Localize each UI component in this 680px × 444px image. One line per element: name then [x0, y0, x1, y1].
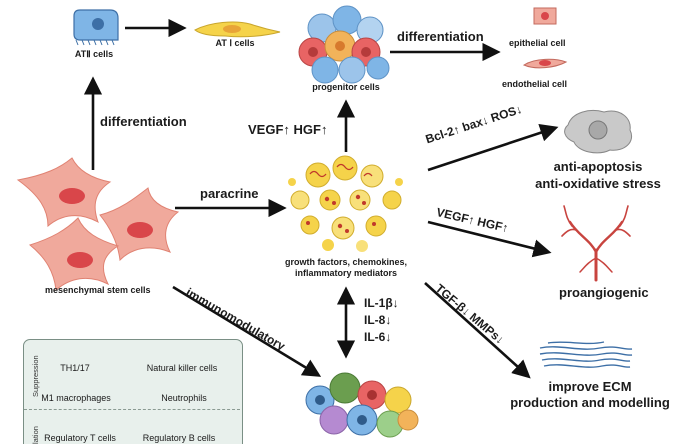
- legend-th-label: TH1/17: [60, 363, 90, 373]
- progenitor-cluster: [298, 5, 390, 84]
- at1-cells-label: AT Ⅰ cells: [215, 38, 255, 48]
- immune-cell-cluster: [305, 372, 419, 438]
- legend-m1-label: M1 macrophages: [41, 393, 111, 403]
- arrow-ecm: [424, 282, 531, 379]
- legend-suppression-label: Suppression: [31, 355, 40, 397]
- legend-divider: [24, 409, 240, 410]
- proangiogenic-label: proangiogenic: [559, 285, 649, 300]
- at2-cell-graphic: [73, 9, 119, 46]
- il1b-label: IL-1β↓: [364, 296, 399, 310]
- legend-breg-label: Regulatory B cells: [142, 433, 216, 443]
- legend-box: [23, 339, 243, 444]
- differentiation-right-label: differentiation: [397, 29, 484, 44]
- blood-vessel-graphic: [561, 205, 631, 282]
- epithelial-cell-graphic: [533, 7, 557, 25]
- epithelial-cell-label: epithelial cell: [509, 38, 566, 48]
- ecm-fibers-graphic: [539, 341, 633, 368]
- vegf-hgf-up-label: VEGF↑ HGF↑: [248, 122, 328, 137]
- arrow-proangiogenic: [427, 220, 552, 258]
- anti-apoptosis-label: anti-apoptosis: [553, 159, 643, 174]
- differentiation-left-label: differentiation: [100, 114, 187, 129]
- arrow-immunomodulatory: [172, 285, 322, 377]
- msc-nucleus-bottom: [67, 252, 93, 268]
- anti-oxidative-stress-label: anti-oxidative stress: [535, 176, 661, 191]
- arrow-anti-apoptosis: [427, 123, 559, 172]
- msc-label: mesenchymal stem cells: [45, 285, 151, 295]
- paracrine-label: paracrine: [200, 186, 259, 201]
- endothelial-cell-graphic: [522, 58, 568, 69]
- legend-nk-label: Natural killer cells: [146, 363, 218, 373]
- endothelial-cell-label: endothelial cell: [502, 79, 568, 89]
- msc-nucleus-left: [59, 188, 85, 204]
- il6-label: IL-6↓: [364, 330, 392, 344]
- anti-apoptosis-cell-graphic: [564, 110, 632, 154]
- factors-line1-label: growth factors, chemokines,: [284, 257, 408, 267]
- arrows: [83, 18, 559, 379]
- il8-label: IL-8↓: [364, 313, 392, 327]
- factors-line2-label: inflammatory mediators: [294, 268, 398, 278]
- at2-cells-label: ATⅡ cells: [74, 49, 114, 59]
- ecm-production-label: production and modelling: [510, 395, 670, 410]
- legend-treg-label: Regulatory T cells: [44, 433, 116, 443]
- improve-ecm-label: improve ECM: [548, 379, 632, 394]
- msc-cluster: [16, 157, 180, 291]
- at1-cell-graphic: [194, 21, 281, 38]
- secreted-factors-cluster: [288, 155, 403, 252]
- msc-nucleus-right: [127, 222, 153, 238]
- progenitor-cells-label: progenitor cells: [312, 82, 380, 92]
- legend-neutrophils-label: Neutrophils: [161, 393, 207, 403]
